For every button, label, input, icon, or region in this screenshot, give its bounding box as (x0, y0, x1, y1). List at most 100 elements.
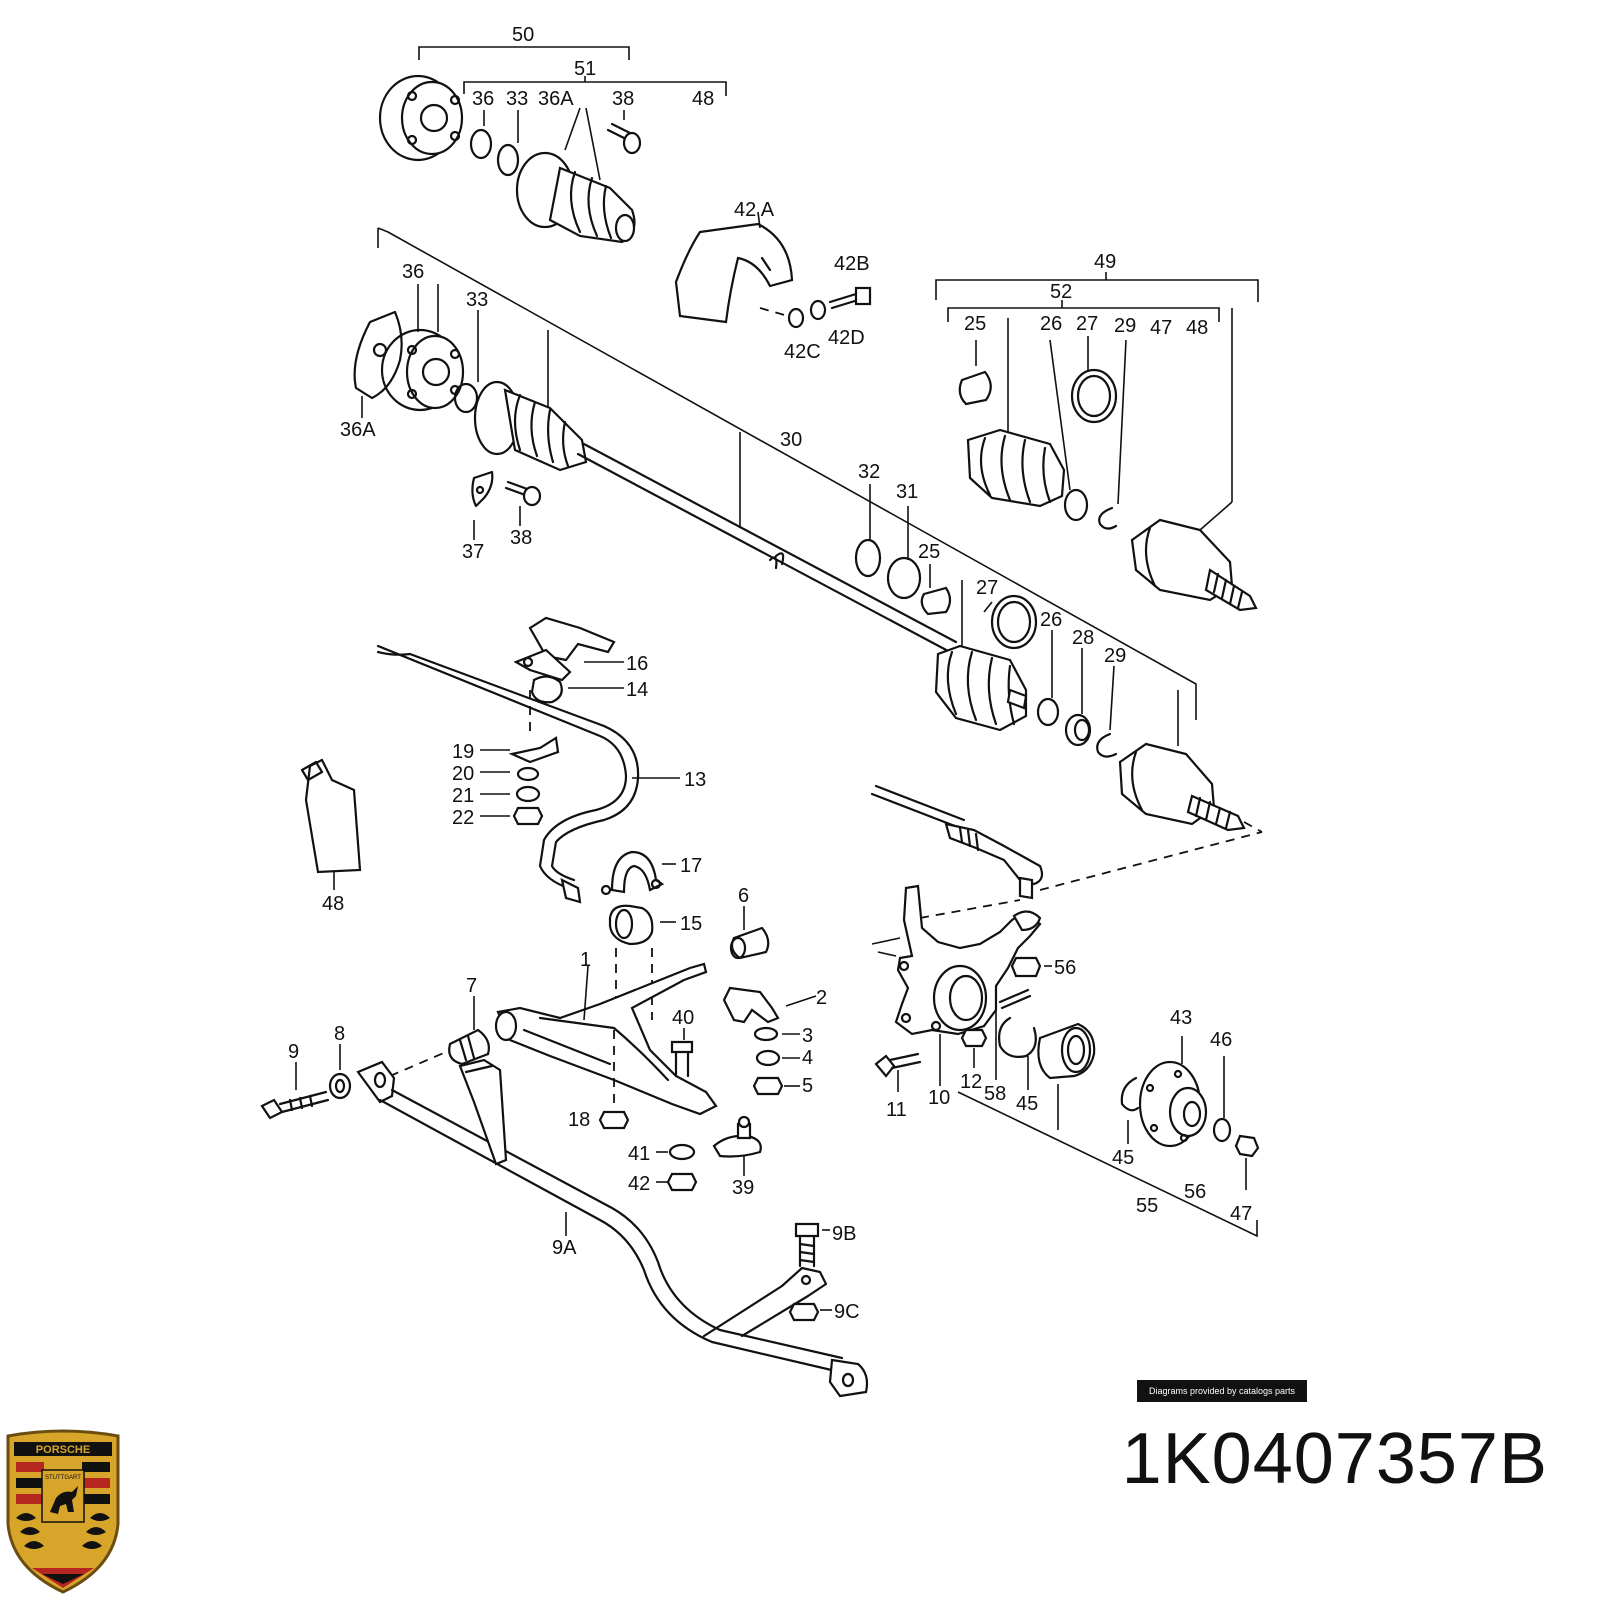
porsche-crest-logo: PORSCHE STUTTGART (6, 1429, 120, 1594)
label-40: 40 (672, 1007, 694, 1029)
label-20: 20 (452, 763, 474, 785)
label-9A: 9A (552, 1237, 577, 1259)
label-16: 16 (626, 653, 648, 675)
label-47: 47 (1230, 1203, 1252, 1225)
label-5: 5 (802, 1075, 813, 1097)
label-10: 10 (928, 1087, 950, 1109)
steering-tie-rod (870, 784, 1263, 900)
label-58: 58 (984, 1083, 1006, 1105)
ball-joint-39 (712, 1115, 762, 1176)
cv-joint-outer-mid (1118, 690, 1263, 833)
circlip-36-top (469, 110, 493, 160)
shaft-bar-30 (576, 442, 958, 654)
nut-47 (1234, 1134, 1260, 1190)
label-33: 33 (506, 88, 528, 110)
boot-36A-top (515, 107, 636, 244)
label-41: 41 (628, 1143, 650, 1165)
ring-26-top (1049, 339, 1089, 522)
label-27: 27 (976, 577, 998, 599)
label-8: 8 (334, 1023, 345, 1045)
ring-28 (1064, 648, 1092, 747)
bolt-11 (874, 1052, 922, 1092)
cv-joint-outer-top (1130, 308, 1258, 612)
label-48: 48 (1186, 317, 1208, 339)
bolt-40 (670, 1028, 694, 1078)
label-43: 43 (1170, 1007, 1192, 1029)
label-33: 33 (466, 289, 488, 311)
circlip-45-knuckle (998, 1016, 1037, 1090)
boot-right-top (966, 318, 1066, 508)
label-49: 49 (1094, 251, 1116, 273)
bracket-2 (722, 986, 817, 1024)
cv-joint-flange-left (380, 284, 465, 412)
heat-shield-42A (674, 211, 794, 324)
ring-32 (854, 484, 882, 578)
label-42A: 42 A (734, 199, 775, 221)
label-50: 50 (512, 24, 534, 46)
clamp-27-mid (983, 594, 1038, 650)
nut-9C (788, 1302, 832, 1322)
label-1: 1 (580, 949, 591, 971)
washer-46 (1212, 1056, 1232, 1143)
label-21: 21 (452, 785, 474, 807)
label-36: 36 (472, 88, 494, 110)
label-19: 19 (452, 741, 474, 763)
bushing-6 (729, 906, 770, 960)
label-27: 27 (1076, 313, 1098, 335)
label-55: 55 (1136, 1195, 1158, 1217)
knuckle-10 (871, 884, 1042, 1086)
label-3: 3 (802, 1025, 813, 1047)
label-18: 18 (568, 1109, 590, 1131)
label-25: 25 (918, 541, 940, 563)
label-39: 39 (732, 1177, 754, 1199)
label-15: 15 (680, 913, 702, 935)
bushing-14 (529, 675, 624, 736)
label-9: 9 (288, 1041, 299, 1063)
label-2: 2 (816, 987, 827, 1009)
label-29: 29 (1104, 645, 1126, 667)
bracket-16 (513, 616, 624, 682)
hardware-19-22 (480, 736, 560, 826)
grease-tube-48 (300, 758, 362, 890)
ring-26-mid (1036, 630, 1060, 727)
label-31: 31 (896, 481, 918, 503)
bolt-38-left (504, 480, 542, 526)
ring-31 (886, 506, 922, 600)
label-7: 7 (466, 975, 477, 997)
label-4: 4 (802, 1047, 813, 1069)
bracket-50-51 (418, 46, 727, 96)
label-56: 56 (1054, 957, 1076, 979)
label-36A: 36A (538, 88, 574, 110)
label-42D: 42D (828, 327, 865, 349)
bracket-49-52 (935, 272, 1259, 322)
washer-8 (328, 1044, 352, 1100)
label-32: 32 (858, 461, 880, 483)
boot-right-mid (934, 580, 1028, 732)
clamp-17 (600, 850, 676, 896)
bushing-7 (389, 996, 490, 1077)
label-6: 6 (738, 885, 749, 907)
label-48: 48 (322, 893, 344, 915)
label-30: 30 (780, 429, 802, 451)
label-9B: 9B (832, 1223, 856, 1245)
label-52: 52 (1050, 281, 1072, 303)
hardware-41-42 (656, 1143, 698, 1192)
bolt-9B (794, 1222, 830, 1268)
nut-56-knuckle (1010, 956, 1052, 978)
clamp-25-mid (920, 564, 952, 616)
label-36A: 36A (340, 419, 376, 441)
circlip-29-top (1098, 339, 1127, 530)
label-36: 36 (402, 261, 424, 283)
circlip-29-mid (1096, 665, 1118, 758)
label-42C: 42C (784, 341, 821, 363)
label-26: 26 (1040, 609, 1062, 631)
label-12: 12 (960, 1071, 982, 1093)
label-13: 13 (684, 769, 706, 791)
label-56: 56 (1184, 1181, 1206, 1203)
label-46: 46 (1210, 1029, 1232, 1051)
cv-joint-flange-top (378, 74, 464, 162)
callout-labels: 50 51 36 33 36A 38 48 42 A 42B 42C 42D 3… (288, 24, 1252, 1323)
logo-city: STUTTGART (45, 1475, 81, 1481)
label-38: 38 (612, 88, 634, 110)
